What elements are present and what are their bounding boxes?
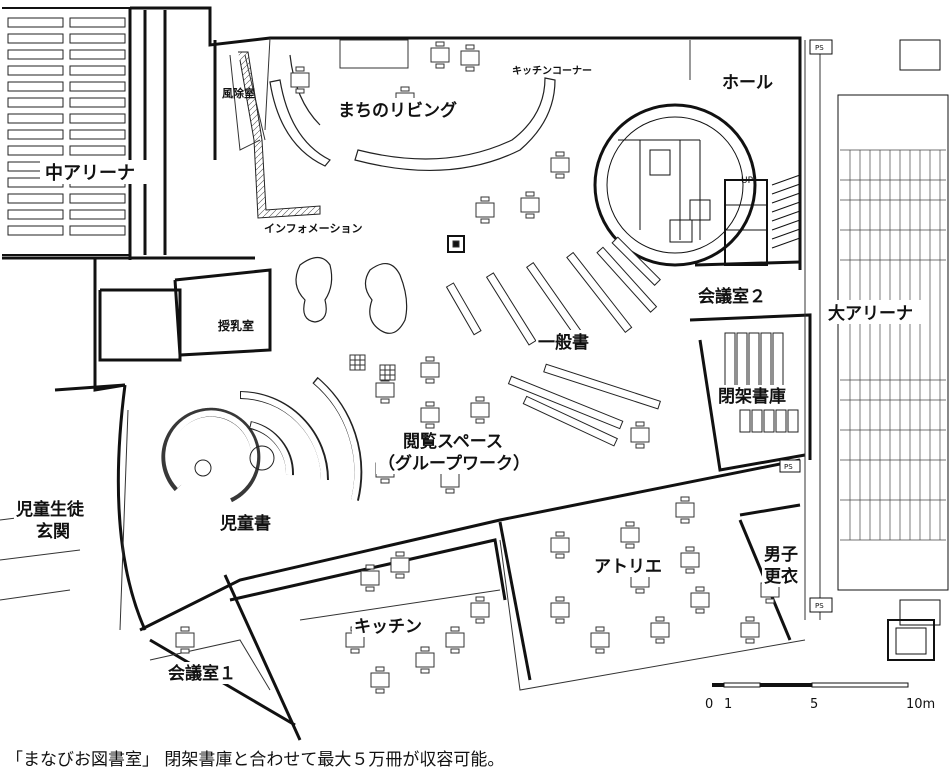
scale-label-1: 1 [724,697,732,712]
dai-arena [837,39,949,661]
label-genkan: 玄関 [36,521,70,542]
closed-stacks [724,332,799,433]
label-etsuran-space: 閲覧スペース [403,431,503,452]
lounge-tables [295,256,408,334]
label-jido-seito: 児童生徒 [15,499,85,520]
room-labels: 中アリーナ まちのリビング キッチンコーナー ホール 風除室 インフォメーション… [14,65,924,684]
label-kaigishitsu2: 会議室２ [698,286,766,307]
svg-text:PS: PS [815,602,824,610]
svg-text:PS: PS [815,44,824,52]
general-bookshelves [445,236,661,447]
ps-markers: PS PS PS [779,39,833,613]
label-jidosho: 児童書 [219,513,271,534]
label-machi-living: まちのリビング [338,100,457,121]
scale-label-10m: 10m [906,697,935,712]
label-kitchen: キッチン [354,617,422,637]
label-fujoshitsu: 風除室 [222,86,255,100]
label-hall: ホール [722,73,773,93]
restroom-right [724,174,801,266]
label-danshi: 男子 [764,545,798,565]
label-heika-shoko: 閉架書庫 [718,386,786,407]
label-dai-arena: 大アリーナ [828,303,913,324]
label-information: インフォメーション [264,222,362,235]
naka-arena-seating [2,7,131,256]
childrens-shelves [161,376,363,503]
information-counter [238,51,321,219]
label-jyunyushitsu: 授乳室 [218,318,254,333]
label-naka-arena: 中アリーナ [45,162,135,184]
label-kaigishitsu1: 会議室１ [168,663,236,684]
restroom-core [593,103,757,267]
label-koui: 更衣 [764,566,798,587]
label-kitchen-corner: キッチンコーナー [512,65,592,77]
label-up: UP [741,176,754,186]
scale-label-0: 0 [705,697,713,712]
svg-text:PS: PS [784,463,793,471]
label-group-work: （グループワーク） [378,453,530,474]
label-ippansho: 一般書 [538,332,589,353]
label-atelier: アトリエ [594,557,662,577]
scale-bar: 0 1 5 10m [705,682,935,712]
caption: 「まなびお図書室」 閉架書庫と合わせて最大５万冊が収容可能。 [6,750,505,770]
living-curved-bench [269,54,556,172]
scale-label-5: 5 [810,697,818,712]
